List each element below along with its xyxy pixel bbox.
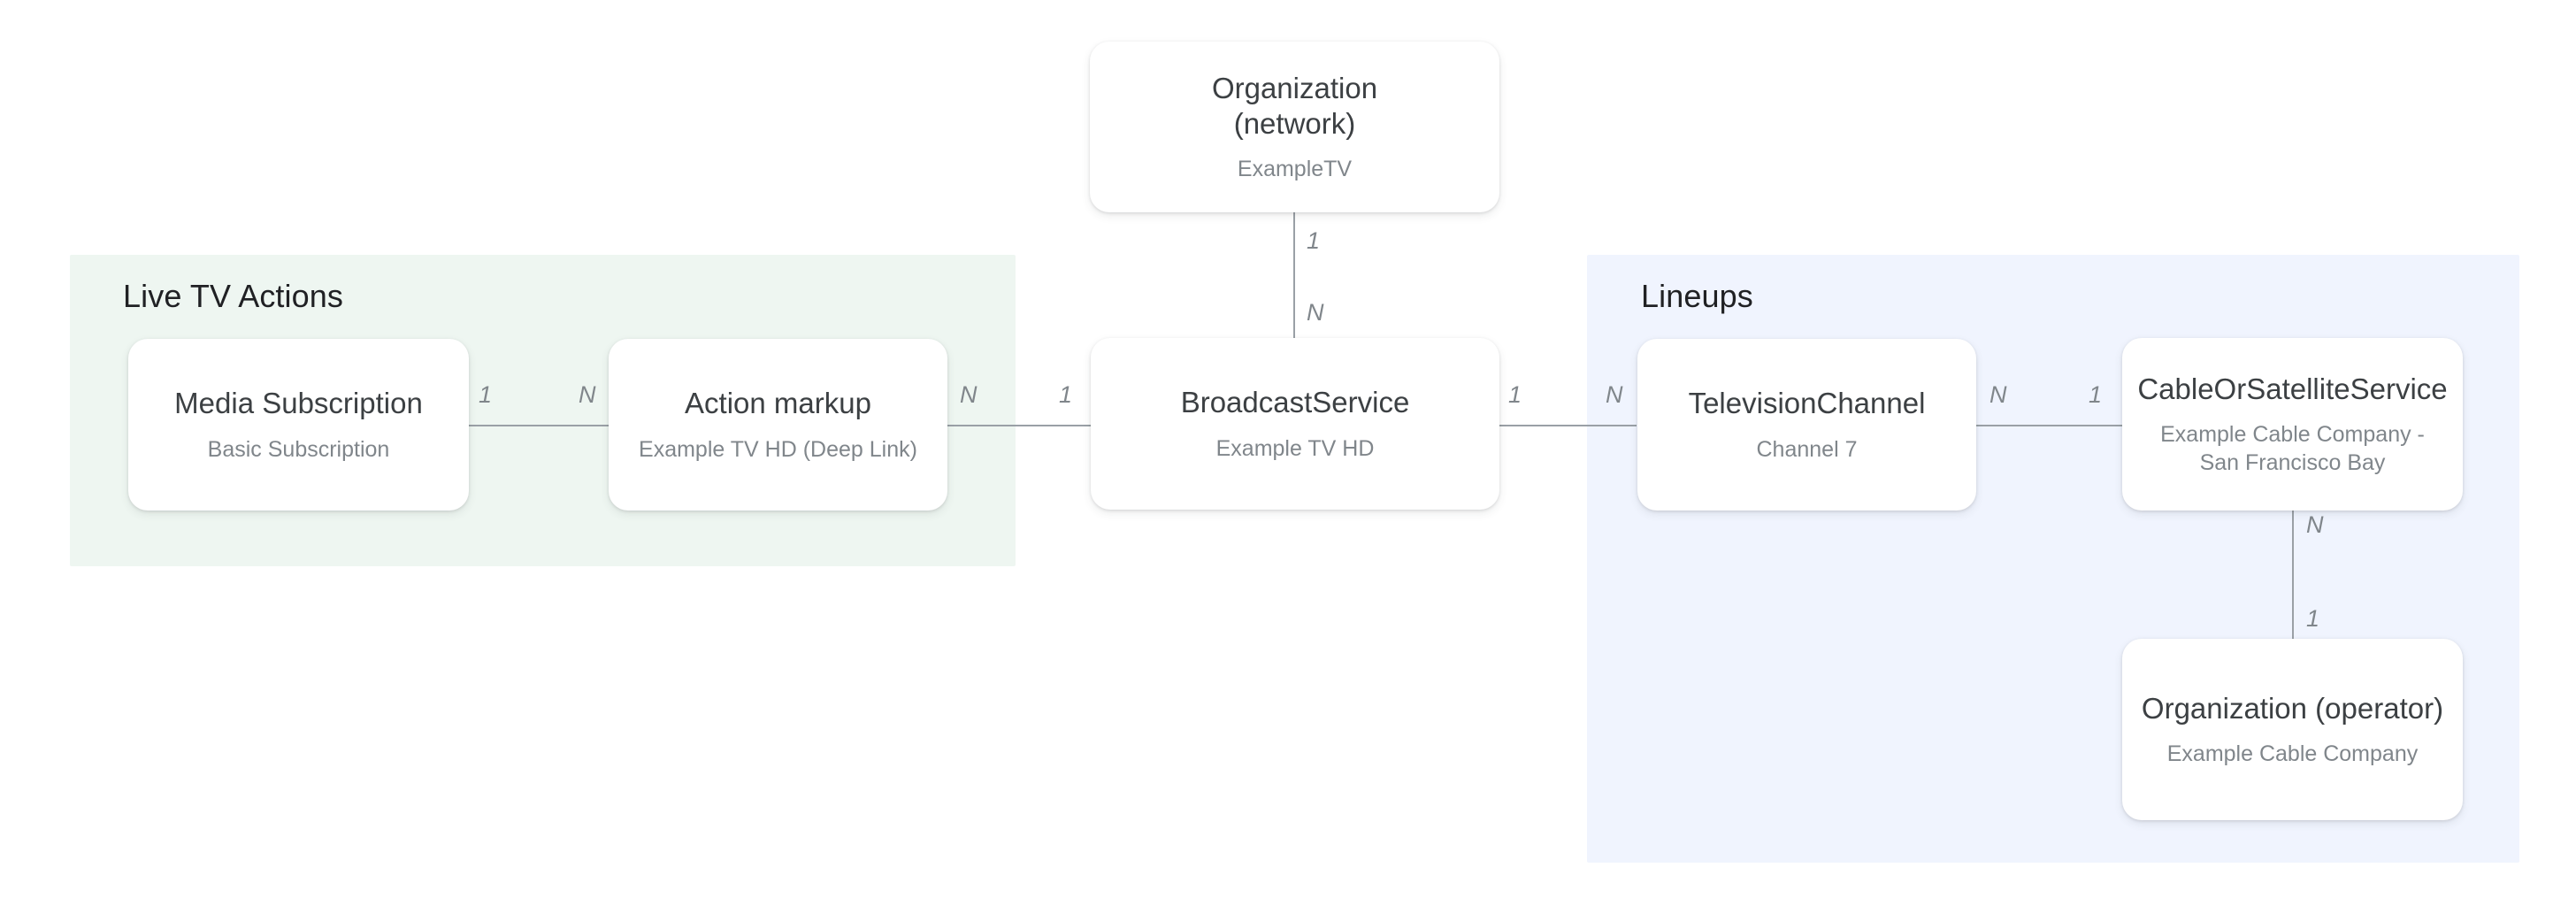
edge-label-action-markup-n-left: N — [579, 381, 596, 408]
node-title: Action markup — [685, 387, 871, 420]
node-cable-or-satellite-service[interactable]: CableOrSatelliteService Example Cable Co… — [2122, 338, 2463, 511]
edge-label-cable-service-1-left: 1 — [2089, 381, 2103, 408]
node-action-markup[interactable]: Action markup Example TV HD (Deep Link) — [609, 339, 947, 511]
edge-label-cable-service-n-bottom: N — [2306, 511, 2324, 538]
edge-label-television-channel-n-left: N — [1606, 381, 1623, 408]
node-title: Organization (network) — [1211, 71, 1378, 140]
node-title: BroadcastService — [1180, 386, 1410, 419]
node-organization-network[interactable]: Organization (network) ExampleTV — [1090, 42, 1499, 212]
node-subtitle: Example Cable Company - San Francisco Ba… — [2160, 422, 2425, 475]
node-television-channel[interactable]: TelevisionChannel Channel 7 — [1637, 339, 1976, 511]
edge-broadcast-service-to-television-channel — [1495, 425, 1637, 426]
node-title: Media Subscription — [174, 387, 423, 420]
node-media-subscription[interactable]: Media Subscription Basic Subscription — [128, 339, 469, 511]
edge-label-broadcast-service-1-right: 1 — [1508, 381, 1522, 408]
group-title-lineups: Lineups — [1641, 278, 1753, 314]
group-title-live-tv-actions: Live TV Actions — [123, 278, 343, 314]
edge-label-org-operator-1-top: 1 — [2306, 605, 2320, 632]
edge-television-channel-to-cable-service — [1976, 425, 2122, 426]
edge-org-network-to-broadcast-service — [1293, 211, 1295, 339]
node-subtitle: Channel 7 — [1756, 436, 1858, 462]
node-title: CableOrSatelliteService — [2137, 372, 2448, 406]
edge-label-media-subscription-1: 1 — [479, 381, 493, 408]
node-subtitle: Example TV HD (Deep Link) — [639, 436, 917, 462]
edge-label-action-markup-n-right: N — [960, 381, 978, 408]
edge-label-broadcast-service-n-top: N — [1307, 299, 1324, 326]
edge-label-org-network-1: 1 — [1307, 227, 1321, 254]
node-subtitle: ExampleTV — [1237, 157, 1353, 182]
node-title: TelevisionChannel — [1688, 387, 1926, 420]
edge-action-markup-to-broadcast-service — [947, 425, 1092, 426]
node-subtitle: Example TV HD — [1215, 435, 1375, 461]
edge-label-television-channel-n-right: N — [1990, 381, 2007, 408]
node-title: Organization (operator) — [2141, 691, 2444, 725]
edge-media-subscription-to-action-markup — [467, 425, 609, 426]
node-organization-operator[interactable]: Organization (operator) Example Cable Co… — [2122, 639, 2463, 820]
node-subtitle: Basic Subscription — [207, 436, 390, 462]
node-subtitle: Example Cable Company — [2166, 741, 2419, 766]
edge-cable-service-to-org-operator — [2292, 511, 2294, 639]
node-broadcast-service[interactable]: BroadcastService Example TV HD — [1091, 338, 1499, 510]
edge-label-broadcast-service-1-left: 1 — [1059, 381, 1073, 408]
